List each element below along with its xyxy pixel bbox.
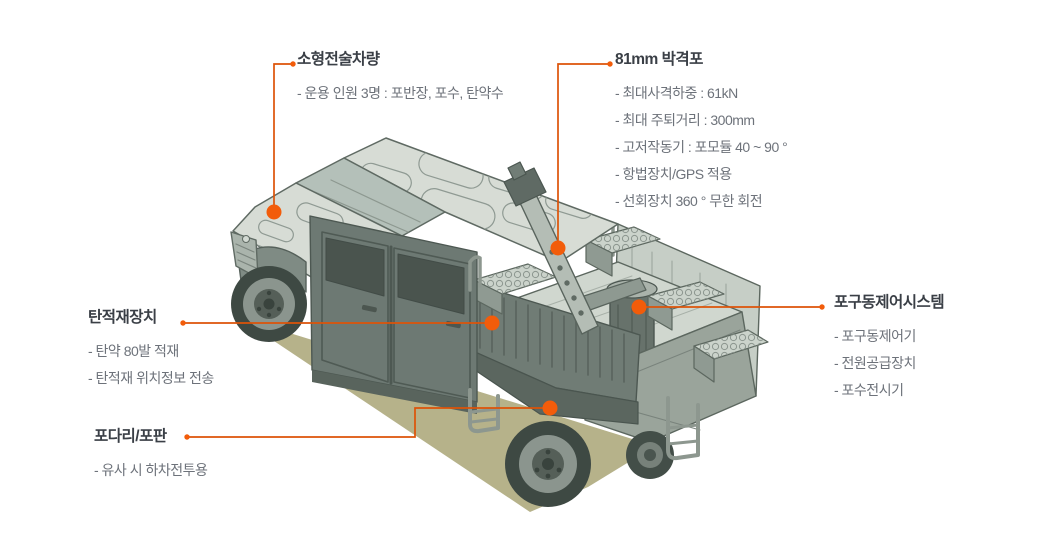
dot-legs (542, 400, 558, 416)
leader-legs (187, 407, 550, 438)
callout-dots (180, 61, 825, 440)
side-step (468, 388, 500, 434)
door-window-front (325, 237, 385, 297)
callout-gun-drive-control-item: - 전원공급장치 (834, 355, 916, 371)
callout-vehicle-item: - 운용 인원 3명 : 포반장, 포수, 탄약수 (297, 85, 504, 101)
callout-gun-drive-control: 포구동제어시스템 - 포구동제어기 - 전원공급장치 - 포수전시기 (834, 290, 945, 404)
ammo-crate-mid (647, 281, 725, 331)
callout-mortar-item: - 선회장치 360 ° 무한 회전 (615, 193, 763, 209)
dot-ammo (484, 315, 500, 331)
callout-mortar-item: - 항법장치/GPS 적용 (615, 166, 732, 182)
callout-mortar: 81mm 박격포 - 최대사격하중 : 61kN - 최대 주퇴거리 : 300… (615, 47, 788, 215)
callout-gun-drive-control-item: - 포수전시기 (834, 382, 904, 398)
callout-gun-drive-control-title: 포구동제어시스템 (834, 294, 945, 311)
dot-vehicle (266, 204, 282, 220)
rear-wheel (505, 421, 591, 507)
leader-vehicle (273, 63, 293, 212)
callout-gun-drive-control-item: - 포구동제어기 (834, 328, 916, 344)
dot-gun (631, 299, 647, 315)
callout-ammo-loader-title: 탄적재장치 (88, 309, 157, 326)
ammo-crate-rear (693, 329, 769, 383)
callout-lines (183, 63, 822, 438)
callout-bipod-baseplate-item: - 유사 시 하차전투용 (94, 462, 208, 478)
rear-ladder (666, 396, 700, 461)
door-window-rear (397, 253, 465, 315)
ammo-crate-far (585, 226, 661, 277)
callout-mortar-item: - 고저작동기 : 포모듈 40 ~ 90 ° (615, 139, 788, 155)
callout-mortar-item: - 최대사격하중 : 61kN (615, 85, 738, 101)
mortar-tube (503, 161, 599, 335)
callout-vehicle-title: 소형전술차량 (297, 51, 380, 68)
ammo-crate-front (473, 263, 557, 315)
front-wheel (231, 266, 307, 342)
callout-mortar-item: - 최대 주퇴거리 : 300mm (615, 112, 755, 128)
dot-mortar (550, 240, 566, 256)
callout-ammo-loader: 탄적재장치 - 탄약 80발 적재 - 탄적재 위치정보 전송 (88, 305, 214, 392)
rear-far-wheel (626, 431, 674, 479)
leader-mortar (557, 63, 610, 248)
callout-ammo-loader-item: - 탄적재 위치정보 전송 (88, 370, 214, 386)
callout-ammo-loader-item: - 탄약 80발 적재 (88, 343, 179, 359)
callout-mortar-title: 81mm 박격포 (615, 51, 703, 68)
callout-bipod-baseplate: 포다리/포판 - 유사 시 하차전투용 (94, 424, 208, 484)
callout-vehicle: 소형전술차량 - 운용 인원 3명 : 포반장, 포수, 탄약수 (297, 47, 504, 107)
callout-bipod-baseplate-title: 포다리/포판 (94, 428, 167, 445)
